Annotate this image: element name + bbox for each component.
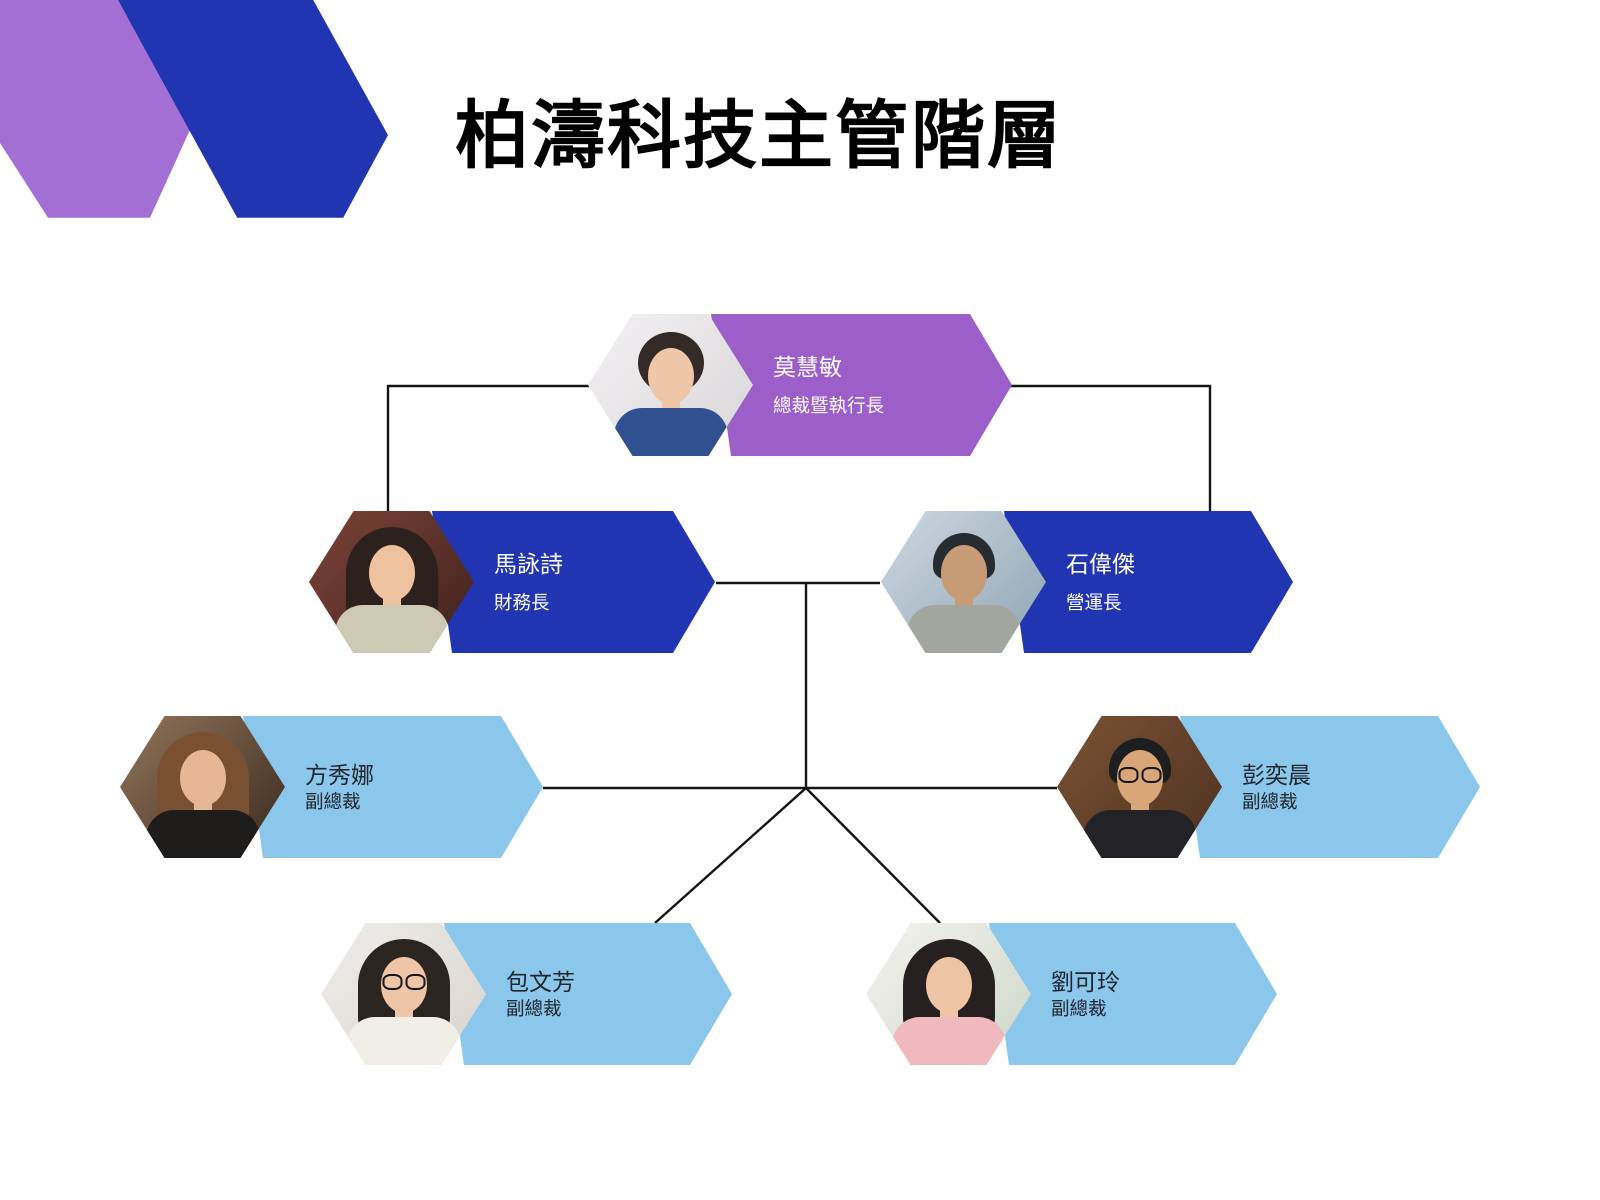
photo-body [145,810,260,858]
glasses-icon [1118,767,1161,783]
org-node-vp-4[interactable]: 劉可玲 副總裁 [866,923,1277,1065]
person-name: 包文芳 [506,968,575,995]
connector-diagonal-right [805,787,941,924]
photo-face [368,545,415,601]
person-role: 副總裁 [305,790,361,812]
person-name: 方秀娜 [305,761,374,788]
photo-body [334,605,449,653]
node-banner [444,923,732,1065]
connector-ceo-to-cfo [386,384,592,511]
node-banner [711,314,1012,456]
org-node-cfo[interactable]: 馬詠詩 財務長 [309,511,715,653]
node-banner [432,511,715,653]
person-role: 副總裁 [1051,997,1107,1019]
org-node-ceo[interactable]: 莫慧敏 總裁暨執行長 [588,314,1012,456]
person-role: 副總裁 [1242,790,1298,812]
connector-diagonal-left [654,787,807,924]
person-name: 馬詠詩 [494,550,563,577]
photo-face [647,348,694,404]
glasses-icon [382,974,425,990]
photo-body [1082,810,1197,858]
node-banner [989,923,1277,1065]
person-role: 營運長 [1066,591,1122,613]
person-role: 副總裁 [506,997,562,1019]
page-title: 柏濤科技主管階層 [455,94,1063,177]
photo-face [179,750,226,806]
connector-ceo-to-coo [1010,384,1212,512]
photo-body [906,605,1021,653]
person-name: 莫慧敏 [773,353,842,380]
person-name: 彭奕晨 [1242,761,1311,788]
org-node-vp-3[interactable]: 包文芳 副總裁 [321,923,732,1065]
org-node-vp-1[interactable]: 方秀娜 副總裁 [120,716,543,858]
person-name: 劉可玲 [1051,968,1120,995]
photo-face [925,957,972,1013]
photo-body [891,1017,1006,1065]
person-name: 石偉傑 [1066,550,1135,577]
person-role: 總裁暨執行長 [773,394,885,416]
node-banner [243,716,543,858]
node-banner [1004,511,1293,653]
photo-body [346,1017,461,1065]
photo-body [613,408,728,456]
org-node-coo[interactable]: 石偉傑 營運長 [881,511,1293,653]
profile-photo [588,314,753,456]
node-banner [1180,716,1480,858]
org-node-vp-2[interactable]: 彭奕晨 副總裁 [1057,716,1480,858]
person-role: 財務長 [494,591,550,613]
photo-face [940,545,987,601]
